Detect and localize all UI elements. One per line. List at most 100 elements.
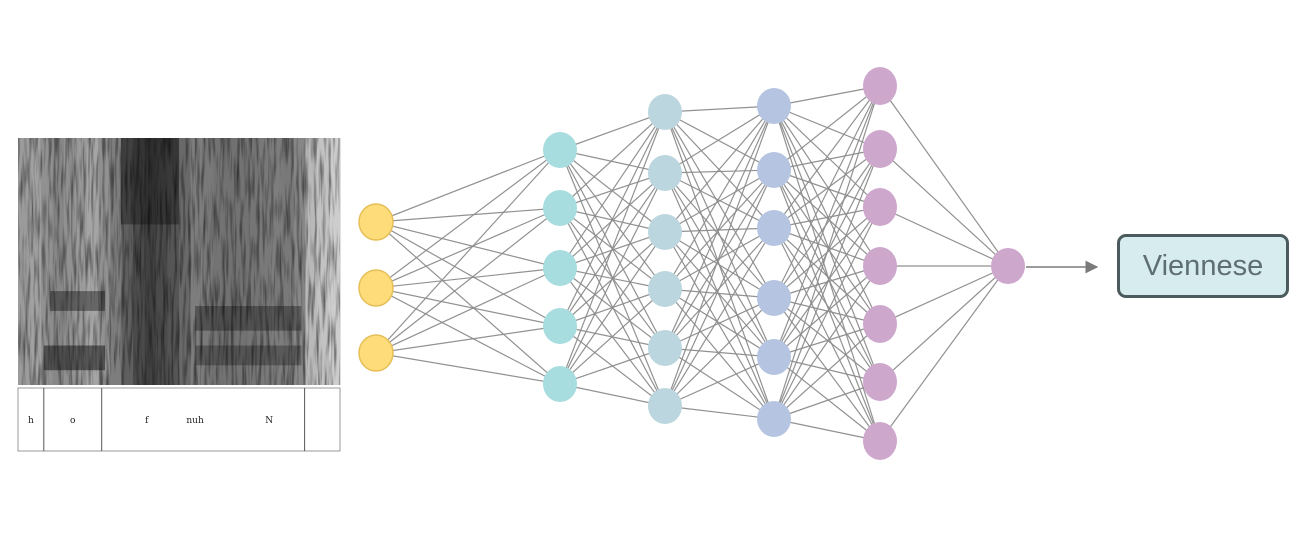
segment-labels: h o f nuh N [28,416,273,426]
network-edge [664,169,775,174]
network-node [863,422,897,460]
network-edge [879,148,1009,267]
network-edge [664,356,775,407]
network-edge [375,149,561,354]
network-edge [773,85,881,107]
network-edge [375,207,561,223]
network-edge [773,85,881,171]
network-edge [375,352,561,385]
network-edge [773,381,881,420]
network-node [757,210,791,246]
network-node [863,67,897,105]
network-edge [879,265,1009,442]
network-edge [773,85,881,420]
network-node [648,388,682,424]
network-edge [773,265,881,358]
network-node [358,334,394,372]
network-edge [375,221,561,327]
network-node [648,330,682,366]
network-edge [375,221,561,385]
network-edge [773,418,881,442]
spectrogram-grain [18,138,340,385]
network-edge [664,111,775,299]
network-edges [375,85,1009,442]
network-edge [664,297,775,407]
network-node [543,250,577,286]
network-edge [773,105,881,267]
segment-label: nuh [186,416,204,426]
network-edge [664,105,775,349]
network-node [358,269,394,307]
segment-label: o [70,416,75,426]
segment-label: N [265,416,273,426]
spectrogram [18,138,341,385]
network-node [543,132,577,168]
network-node [648,94,682,130]
network-node [757,401,791,437]
network-edge [773,148,881,171]
network-edge [559,149,666,174]
network-edge [664,105,775,174]
output-label: Viennese [1142,249,1264,282]
network-edge [664,172,775,299]
network-edge [664,288,775,420]
network-edge [664,347,775,420]
network-edge [664,169,775,407]
network-edge [773,85,881,299]
network-edge [375,149,561,289]
network-edge [773,323,881,420]
network-edge [879,85,1009,267]
network-edge [664,231,775,299]
network-edge [559,347,666,385]
network-edge [773,323,881,358]
network-edge [559,111,666,327]
network-edge [559,111,666,209]
segment-label: f [145,416,149,426]
network-edge [664,169,775,233]
network-edge [559,231,666,385]
network-edge [375,207,561,354]
network-edge [773,356,881,442]
network-edge [664,169,775,349]
network-edge [773,227,881,325]
network-edge [773,206,881,420]
network-node [648,271,682,307]
network-edge [773,105,881,442]
network-edge [773,148,881,420]
network-edge [664,105,775,233]
network-edge [559,111,666,151]
segment-label: h [28,416,34,426]
network-edge [559,172,666,385]
network-node [757,152,791,188]
network-edge [664,111,775,171]
network-edge [773,206,881,358]
network-edge [773,227,881,383]
network-edge [773,105,881,383]
network-edge [664,297,775,349]
network-edge [773,105,881,325]
network-edge [375,207,561,289]
network-node [991,248,1025,284]
network-edge [773,148,881,229]
network-node [358,203,394,241]
network-edge [664,105,775,290]
network-node [863,188,897,226]
network-edge [375,287,561,327]
network-edge [773,265,881,420]
network-edge [773,148,881,299]
network-edge [879,206,1009,267]
network-edge [773,85,881,358]
network-node [757,280,791,316]
network-edge [664,227,775,407]
network-node [757,88,791,124]
network-edge [664,169,775,290]
network-edge [879,265,1009,325]
network-edge [879,265,1009,383]
network-node [648,155,682,191]
segment-boundaries [43,388,306,451]
segment-tier: h o f nuh N [17,387,341,452]
network-node [863,363,897,401]
network-node [648,214,682,250]
network-nodes [358,67,1025,460]
